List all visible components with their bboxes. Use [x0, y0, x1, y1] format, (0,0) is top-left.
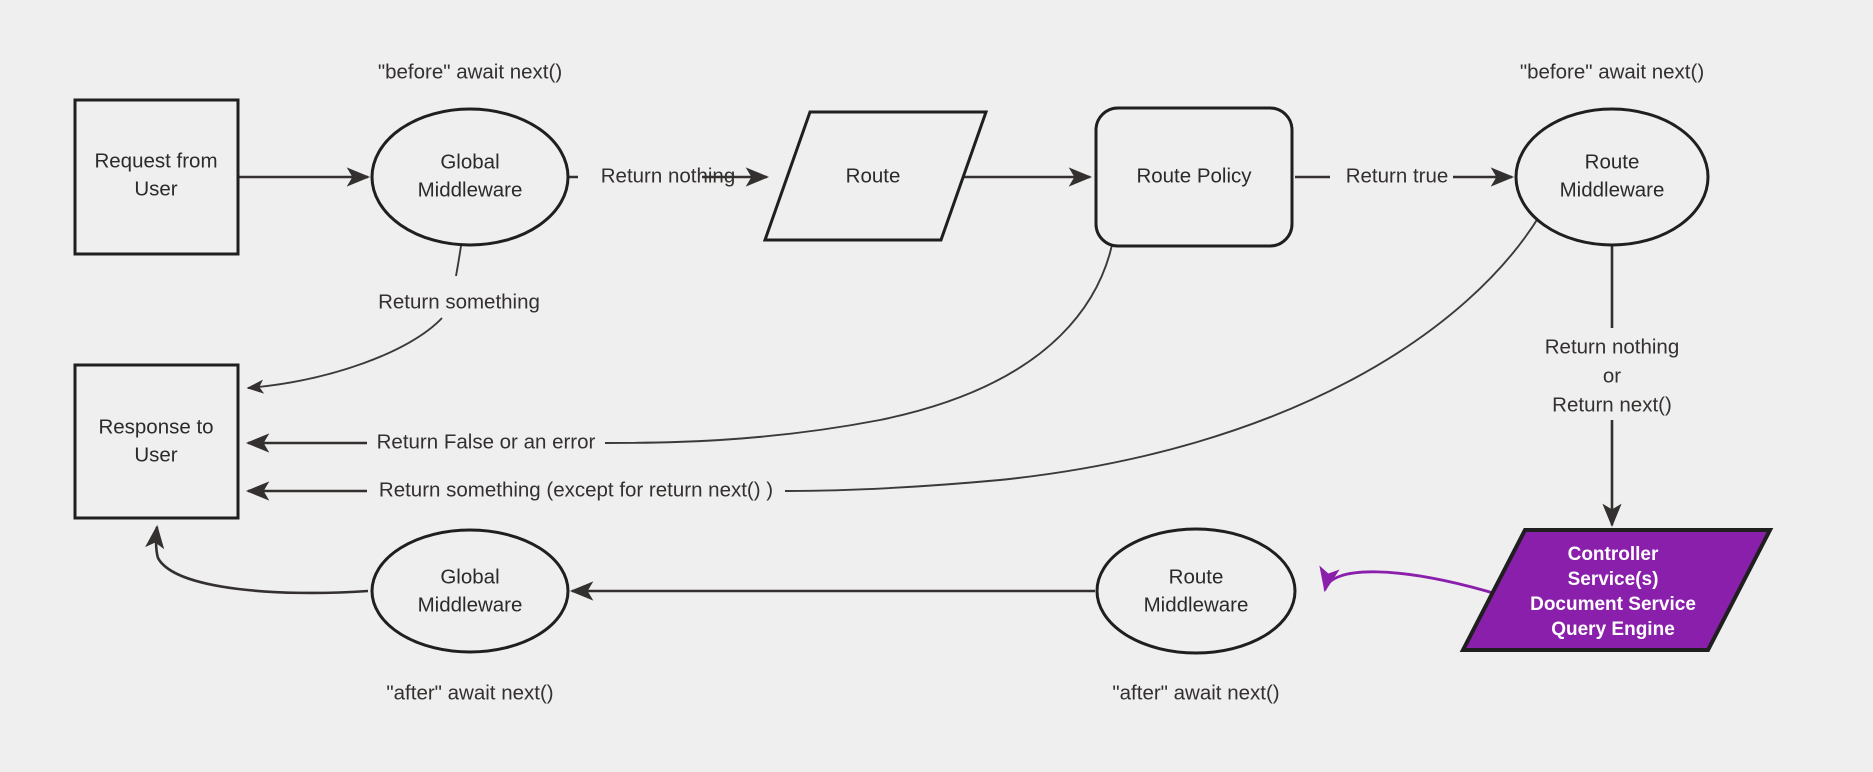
node-route[interactable]: Route: [762, 110, 989, 242]
route-middleware-before-ellipse: [1514, 107, 1710, 247]
annotation-before-await-next-route: "before" await next(): [1520, 60, 1704, 83]
edge-label-return-nothing: Return nothing: [601, 164, 735, 187]
node-response-to-user[interactable]: Response to User: [73, 363, 240, 520]
request-from-user-label-line2: User: [134, 177, 177, 200]
controller-services-label-line1: Controller: [1568, 544, 1659, 565]
edge-label-return-nothing-or-next-line3: Return next(): [1552, 393, 1672, 416]
node-route-middleware-before[interactable]: Route Middleware: [1514, 107, 1710, 247]
edge-label-return-nothing-or-next-line1: Return nothing: [1545, 335, 1679, 358]
node-route-policy[interactable]: Route Policy: [1094, 106, 1294, 248]
global-middleware-after-ellipse: [370, 528, 570, 654]
node-request-from-user[interactable]: Request from User: [73, 98, 240, 256]
edge-global-mw-return-something-lower: [246, 317, 443, 394]
route-label: Route: [846, 164, 901, 187]
request-from-user-box: [73, 98, 240, 256]
global-middleware-after-label-line1: Global: [440, 565, 499, 588]
edge-global-mw-after-to-response: [145, 524, 369, 595]
annotation-after-await-next-global: "after" await next(): [386, 681, 553, 704]
controller-services-label-line3: Document Service: [1530, 594, 1696, 615]
node-global-middleware-before[interactable]: Global Middleware: [370, 107, 570, 247]
controller-services-label-line2: Service(s): [1568, 569, 1659, 590]
node-controller-services[interactable]: Controller Service(s) Document Service Q…: [1459, 528, 1774, 652]
global-middleware-before-label-line1: Global: [440, 150, 499, 173]
edge-route-mw-return-something-curve: [784, 214, 1541, 492]
route-middleware-after-ellipse: [1095, 527, 1297, 655]
route-middleware-after-label-line2: Middleware: [1144, 593, 1249, 616]
route-policy-box: [1094, 106, 1294, 248]
edge-controller-to-route-middleware-after: [1319, 565, 1501, 597]
route-middleware-after-label-line1: Route: [1169, 565, 1224, 588]
edge-label-return-something-except-next: Return something (except for return next…: [379, 478, 773, 501]
request-from-user-label-line1: Request from: [94, 149, 217, 172]
edge-label-return-something: Return something: [378, 290, 540, 313]
global-middleware-before-label-line2: Middleware: [418, 178, 523, 201]
edge-route-policy-return-false-curve: [604, 209, 1118, 444]
global-middleware-after-label-line2: Middleware: [418, 593, 523, 616]
global-middleware-before-ellipse: [370, 107, 570, 247]
node-route-middleware-after[interactable]: Route Middleware: [1095, 527, 1297, 655]
route-policy-label: Route Policy: [1136, 164, 1252, 187]
route-parallelogram: [762, 110, 989, 242]
response-to-user-box: [73, 363, 240, 520]
annotation-before-await-next-global: "before" await next(): [378, 60, 562, 83]
route-middleware-before-label-line2: Middleware: [1560, 178, 1665, 201]
edge-label-return-false-or-error: Return False or an error: [377, 430, 596, 453]
response-to-user-label-line2: User: [134, 443, 177, 466]
response-to-user-label-line1: Response to: [98, 415, 213, 438]
annotation-after-await-next-route: "after" await next(): [1112, 681, 1279, 704]
node-global-middleware-after[interactable]: Global Middleware: [370, 528, 570, 654]
controller-services-label-line4: Query Engine: [1551, 619, 1675, 640]
edge-label-return-true: Return true: [1346, 164, 1449, 187]
edge-label-return-nothing-or-next-line2: or: [1603, 364, 1621, 387]
route-middleware-before-label-line1: Route: [1585, 150, 1640, 173]
controller-services-parallelogram: [1459, 528, 1774, 652]
